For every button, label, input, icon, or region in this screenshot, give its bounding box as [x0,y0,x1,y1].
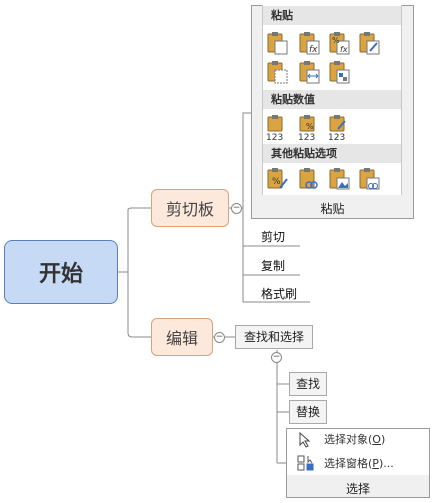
root-node[interactable]: 开始 [4,240,118,304]
svg-text:%: % [306,122,314,131]
paste-values-number-format-icon-text: 123 [298,133,315,142]
find-and-select-node[interactable]: 查找和选择 [235,325,314,349]
paste-formula-icon[interactable]: fx [298,31,322,55]
paste-link-icon[interactable] [298,167,322,191]
paste-values-number-format-icon[interactable]: % 123 [298,114,322,143]
paste-no-borders-icon[interactable] [266,60,290,84]
paste-section-header: 粘贴 [263,6,401,25]
paste-formatting-icon[interactable]: % [266,167,290,191]
selection-pane-icon [297,455,315,471]
svg-text:fx: fx [340,45,348,54]
paste-picture-icon[interactable] [328,167,352,191]
find-node[interactable]: 查找 [289,372,328,396]
select-objects-item[interactable]: 选择对象(O) [324,433,386,446]
format-painter-leaf[interactable]: 格式刷 [261,287,298,301]
selection-pane-suffix: ... [383,457,394,470]
selection-pane-mnemonic: P [372,457,379,470]
replace-node[interactable]: 替换 [289,400,328,424]
paste-values-icon-text: 123 [266,133,283,142]
collapse-edit-toggle[interactable]: − [214,332,225,343]
select-menu-footer: 选择 [345,482,370,496]
root-label: 开始 [38,262,83,287]
paste-formula-number-format-icon[interactable]: %fx [328,31,352,55]
selection-pane-label: 选择窗格 [324,457,368,470]
select-objects-mnemonic: O [372,433,381,446]
clipboard-node[interactable]: 剪切板 [151,189,229,227]
paste-linked-picture-icon[interactable] [358,167,382,191]
selection-pane-item[interactable]: 选择窗格(P)... [324,457,394,470]
paste-icon[interactable] [266,31,290,55]
collapse-find-select-toggle[interactable]: − [271,352,282,363]
paste-values-source-formatting-icon-text: 123 [328,133,345,142]
cut-leaf[interactable]: 剪切 [261,230,286,244]
svg-text:fx: fx [309,45,318,55]
svg-text:%: % [272,177,281,187]
select-objects-label: 选择对象 [324,433,368,446]
paste-values-section-header: 粘贴数值 [263,90,401,109]
paste-values-icon[interactable]: 123 [266,114,290,143]
clipboard-label: 剪切板 [165,200,214,219]
edit-node[interactable]: 编辑 [151,318,213,356]
copy-leaf[interactable]: 复制 [261,259,286,273]
paste-keep-source-formatting-icon[interactable] [358,31,382,55]
other-paste-options-header: 其他粘贴选项 [263,144,401,163]
paste-keep-column-widths-icon[interactable] [298,60,322,84]
paste-panel-footer: 粘贴 [320,202,345,216]
paste-values-source-formatting-icon[interactable]: 123 [328,114,352,143]
paste-transpose-icon[interactable] [328,60,352,84]
pointer-icon [298,431,312,448]
collapse-clipboard-toggle[interactable]: − [231,203,242,214]
edit-label: 编辑 [165,329,198,348]
svg-text:%: % [332,36,340,45]
